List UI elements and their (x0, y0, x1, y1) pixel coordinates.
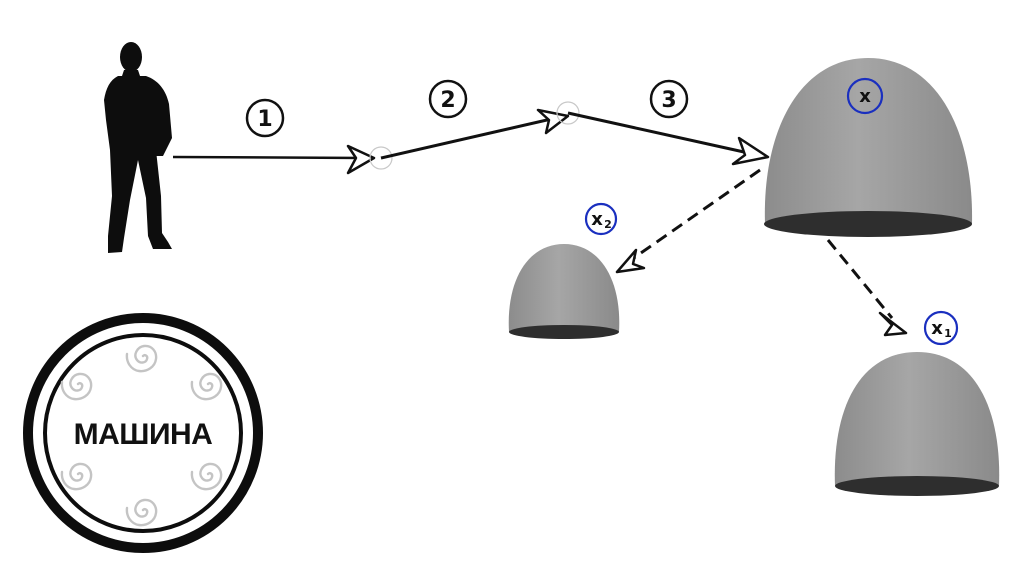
dome-x1 (834, 352, 1000, 496)
svg-text:1: 1 (944, 327, 952, 340)
dashed-arrow-to-x2 (615, 168, 761, 274)
svg-text:1: 1 (257, 107, 272, 132)
machine-label: МАШИНА (74, 418, 213, 451)
dome-x2 (508, 244, 620, 339)
svg-text:2: 2 (604, 218, 612, 231)
machine-badge: МАШИНА (23, 313, 263, 553)
svg-text:2: 2 (440, 88, 455, 113)
dome-main (764, 58, 973, 237)
arrow-step-2 (380, 101, 580, 160)
arrow-step-3 (567, 111, 770, 166)
svg-text:x: x (931, 318, 943, 339)
step-label-2: 2 (428, 79, 468, 119)
node-label-x1: x 1 (923, 310, 959, 346)
svg-text:x: x (591, 209, 603, 230)
arrow-step-1 (172, 144, 393, 175)
svg-text:x: x (859, 86, 871, 107)
node-label-main: x (846, 77, 884, 115)
dashed-arrow-to-x1 (826, 239, 908, 337)
person-silhouette (104, 42, 172, 253)
step-label-3: 3 (649, 79, 689, 119)
step-label-1: 1 (245, 98, 285, 138)
node-label-x2: x 2 (584, 202, 618, 236)
svg-text:3: 3 (661, 88, 676, 113)
